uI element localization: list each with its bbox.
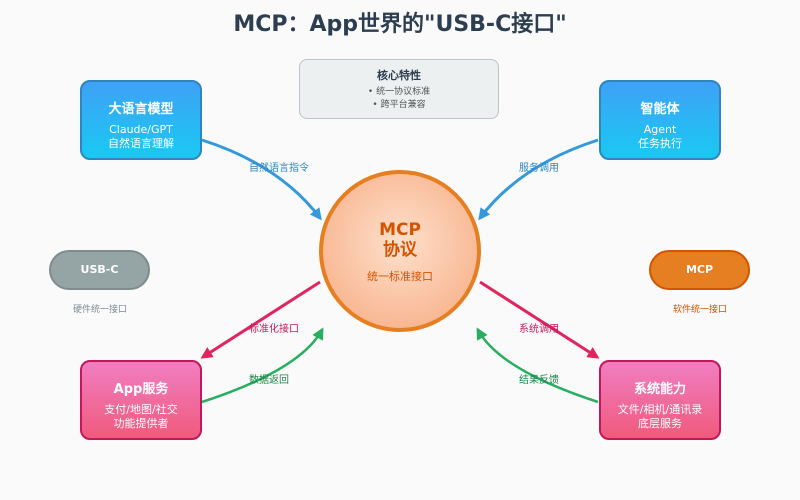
page-title: MCP：App世界的"USB-C接口" xyxy=(233,12,567,37)
edge-label-sys-to-mcp: 结果反馈 xyxy=(519,375,559,386)
edge-label-mcp-to-app: 标准化接口 xyxy=(249,324,299,335)
node-app-service: App服务 支付/地图/社交 功能提供者 xyxy=(80,360,202,440)
mcp-subtitle: 统一标准接口 xyxy=(367,270,433,283)
usb-c-caption: 硬件统一接口 xyxy=(72,305,127,315)
mcp-name-line2: 协议 xyxy=(383,240,417,260)
mcp-name-line1: MCP xyxy=(379,220,421,240)
edge-label-mcp-to-sys: 系统调用 xyxy=(519,324,559,335)
arrow-mcp-to-sys xyxy=(479,280,600,359)
edge-label-app-to-mcp: 数据返回 xyxy=(249,375,289,386)
node-agent-name: 智能体 xyxy=(640,102,680,117)
core-feature-item: • 统一协议标准 xyxy=(367,87,431,97)
arrow-app-to-mcp xyxy=(201,327,324,404)
node-app-line1: 支付/地图/社交 xyxy=(104,403,178,416)
node-sys-line2: 底层服务 xyxy=(638,417,682,430)
node-llm-line2: 自然语言理解 xyxy=(108,137,174,150)
arrow-llm-to-mcp xyxy=(201,138,322,221)
node-llm-name: 大语言模型 xyxy=(108,102,174,117)
core-features-box: 核心特性 • 统一协议标准 • 跨平台兼容 xyxy=(299,59,499,119)
mcp-pill: MCP xyxy=(649,250,750,290)
mcp-caption: 软件统一接口 xyxy=(672,305,727,315)
usb-c-pill: USB-C xyxy=(49,250,150,290)
node-llm-line1: Claude/GPT xyxy=(109,123,173,136)
node-llm: 大语言模型 Claude/GPT 自然语言理解 xyxy=(80,80,202,160)
node-sys-name: 系统能力 xyxy=(633,382,686,397)
edge-label-agent-to-mcp: 服务调用 xyxy=(519,163,559,174)
arrow-agent-to-mcp xyxy=(478,138,599,221)
node-agent-line2: 任务执行 xyxy=(638,137,682,150)
edge-label-llm-to-mcp: 自然语言指令 xyxy=(249,163,309,174)
arrow-mcp-to-app xyxy=(200,280,321,359)
node-agent-line1: Agent xyxy=(643,123,677,136)
mcp-protocol-circle: MCP 协议 统一标准接口 xyxy=(319,170,481,332)
node-agent: 智能体 Agent 任务执行 xyxy=(599,80,721,160)
arrow-sys-to-mcp xyxy=(476,327,599,404)
core-features-title: 核心特性 xyxy=(377,69,421,82)
node-system-capability: 系统能力 文件/相机/通讯录 底层服务 xyxy=(599,360,721,440)
node-app-line2: 功能提供者 xyxy=(113,417,169,430)
node-sys-line1: 文件/相机/通讯录 xyxy=(617,403,703,416)
core-feature-item: • 跨平台兼容 xyxy=(372,100,426,110)
node-app-name: App服务 xyxy=(113,382,169,397)
